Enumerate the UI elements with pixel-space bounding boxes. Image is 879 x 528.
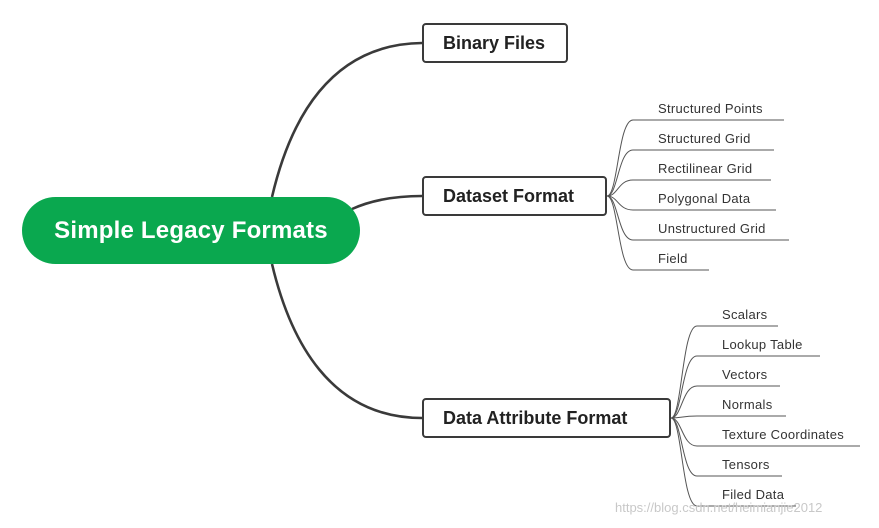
leaf-connector xyxy=(670,417,796,507)
topic-label: Data Attribute Format xyxy=(443,407,628,428)
root-node-label: Simple Legacy Formats xyxy=(54,216,328,244)
leaf-structured-points[interactable]: Structured Points xyxy=(658,101,763,116)
leaf-scalars[interactable]: Scalars xyxy=(722,307,768,322)
connector-root-data-attribute-format xyxy=(270,263,423,420)
leaf-connector xyxy=(670,415,786,419)
leaf-normals[interactable]: Normals xyxy=(722,397,773,412)
leaf-unstructured-grid[interactable]: Unstructured Grid xyxy=(658,221,766,236)
leaf-texture-coordinates[interactable]: Texture Coordinates xyxy=(722,427,845,442)
topic-label: Binary Files xyxy=(443,32,546,53)
topic-dataset-format[interactable]: Dataset Format xyxy=(422,176,607,216)
leaf-structured-grid[interactable]: Structured Grid xyxy=(658,131,751,146)
connector-root-dataset-format xyxy=(351,194,423,211)
topic-label: Dataset Format xyxy=(443,185,575,206)
leaf-field[interactable]: Field xyxy=(658,251,688,266)
leaf-rectilinear-grid[interactable]: Rectilinear Grid xyxy=(658,161,753,176)
leaf-connector xyxy=(606,119,784,197)
leaf-filed-data[interactable]: Filed Data xyxy=(722,487,785,502)
topic-data-attribute-format[interactable]: Data Attribute Format xyxy=(422,398,671,438)
leaf-connector xyxy=(606,149,774,197)
connector-root-binary-files xyxy=(270,41,423,198)
leaf-vectors[interactable]: Vectors xyxy=(722,367,768,382)
leaf-connector xyxy=(606,195,776,211)
topic-binary-files[interactable]: Binary Files xyxy=(422,23,568,63)
leaf-polygonal-data[interactable]: Polygonal Data xyxy=(658,191,751,206)
leaf-tensors[interactable]: Tensors xyxy=(722,457,770,472)
watermark: https://blog.csdn.net/heimianjie2012 xyxy=(615,500,823,515)
leaf-connector xyxy=(606,195,709,271)
leaf-connector xyxy=(670,325,778,419)
leaf-connector xyxy=(670,355,820,419)
leaf-connector xyxy=(606,195,789,241)
leaf-connector xyxy=(670,385,780,419)
leaf-lookup-table[interactable]: Lookup Table xyxy=(722,337,803,352)
leaf-connector xyxy=(606,179,771,197)
root-node[interactable]: Simple Legacy Formats xyxy=(22,197,360,264)
